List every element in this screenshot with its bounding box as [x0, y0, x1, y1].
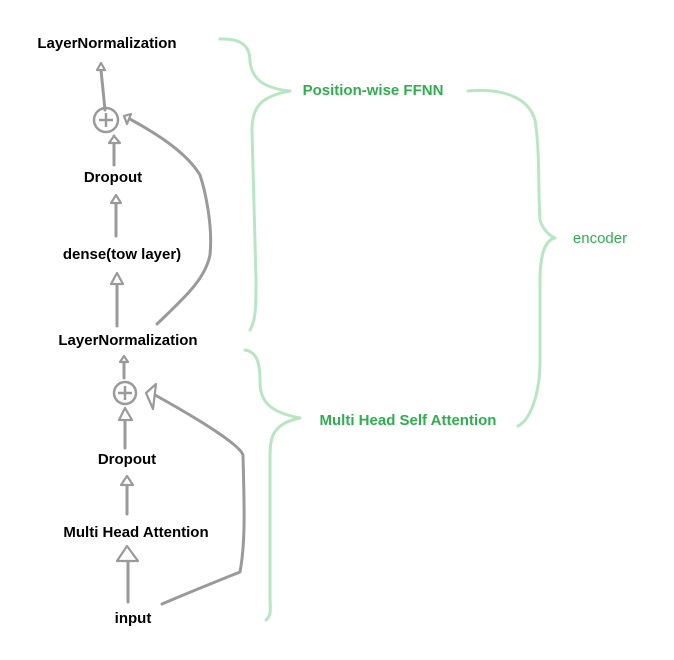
node-dense: dense(tow layer): [62, 246, 182, 263]
brace-mhsa: [243, 348, 302, 622]
arrowhead-mha: [115, 544, 140, 563]
node-mha: Multi Head Attention: [63, 524, 209, 541]
node-input: input: [114, 610, 152, 627]
arrowhead-residual-top: [122, 112, 133, 126]
arrowhead-residual-bottom: [144, 382, 158, 411]
arrowhead-dense: [109, 271, 125, 286]
group-label-encoder: encoder: [572, 230, 628, 247]
arrowhead-layernorm-top: [95, 61, 107, 72]
arrowhead-add-top-in: [107, 134, 122, 145]
residual-path-top: [126, 116, 213, 326]
group-label-mhsa: Multi Head Self Attention: [319, 412, 497, 429]
arrow-add-to-layernorm-top: [99, 68, 107, 112]
arrowhead-dropout-top: [109, 193, 123, 205]
node-layernorm-top: LayerNormalization: [37, 35, 177, 52]
node-layernorm-mid: LayerNormalization: [58, 332, 198, 349]
group-label-ffnn: Position-wise FFNN: [302, 82, 444, 99]
node-dropout-bottom: Dropout: [97, 451, 157, 468]
add-circle-bottom: [112, 380, 138, 406]
residual-path-bottom: [153, 393, 246, 606]
arrowhead-add-bottom-in: [117, 406, 134, 422]
brace-encoder: [466, 88, 557, 428]
arrowhead-layernorm-mid: [118, 354, 130, 364]
arrowhead-dropout-bottom: [119, 474, 135, 487]
brace-ffnn: [218, 37, 292, 332]
node-dropout-top: Dropout: [83, 169, 143, 186]
add-circle-top: [92, 106, 120, 134]
